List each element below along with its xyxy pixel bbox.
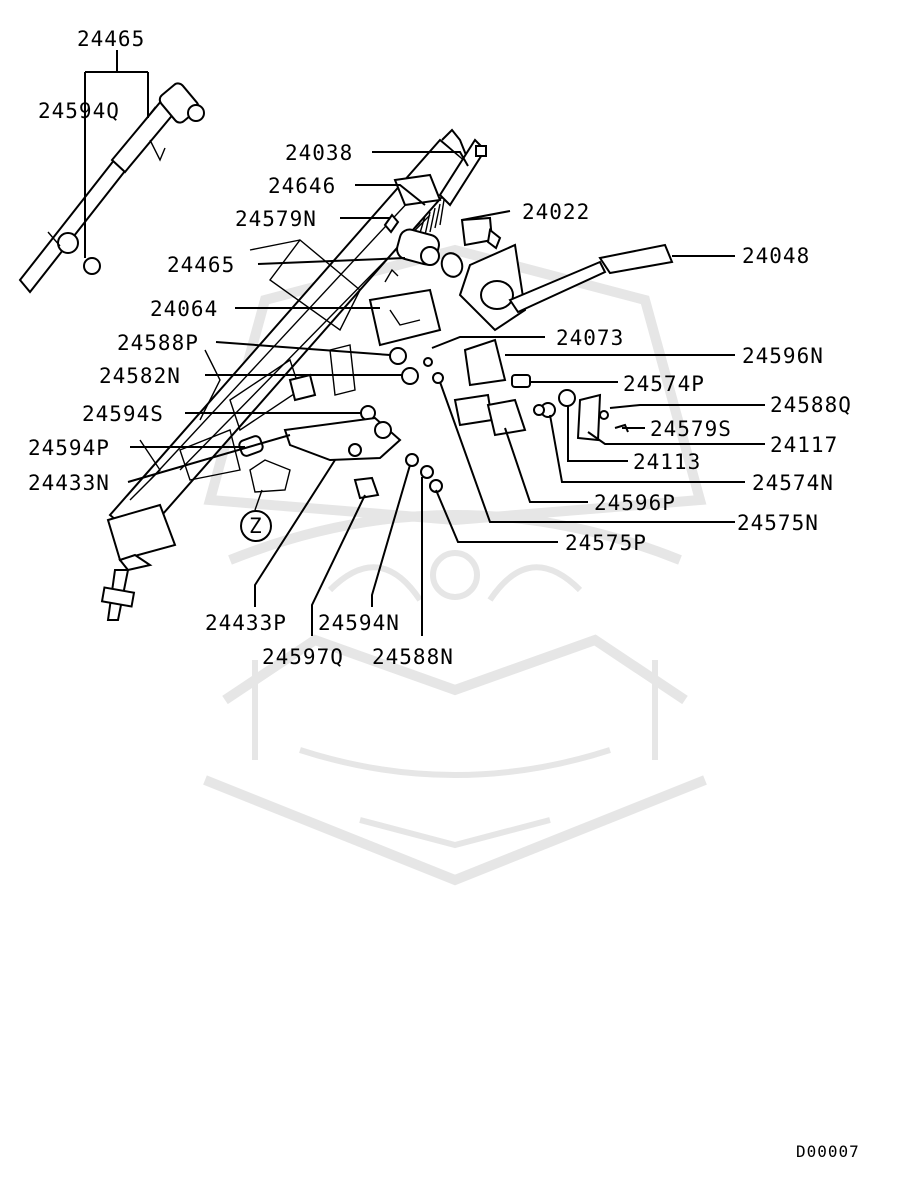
label-24064: 24064 bbox=[150, 297, 218, 321]
leader-lines bbox=[84, 50, 765, 636]
label-24594S: 24594S bbox=[82, 402, 164, 426]
z-callout: Z bbox=[240, 459, 291, 542]
label-24594Q: 24594Q bbox=[38, 99, 120, 123]
z-marker: Z bbox=[249, 514, 263, 538]
lever-switch-assembly bbox=[440, 216, 674, 332]
label-24574N: 24574N bbox=[752, 471, 834, 495]
label-24574P: 24574P bbox=[623, 372, 705, 396]
label-24596N: 24596N bbox=[742, 344, 824, 368]
label-24597Q: 24597Q bbox=[262, 645, 344, 669]
label-24588P: 24588P bbox=[117, 331, 199, 355]
watermark-emblem bbox=[203, 244, 707, 886]
label-24588N: 24588N bbox=[372, 645, 454, 669]
label-24038: 24038 bbox=[285, 141, 353, 165]
sleeve-and-bracket bbox=[368, 228, 442, 347]
label-24582N: 24582N bbox=[99, 364, 181, 388]
label-24588Q: 24588Q bbox=[770, 393, 852, 417]
label-24575N: 24575N bbox=[737, 511, 819, 535]
steering-column-housing bbox=[100, 128, 472, 621]
label-24579N: 24579N bbox=[235, 207, 317, 231]
label-24594P: 24594P bbox=[28, 436, 110, 460]
label-24048: 24048 bbox=[742, 244, 810, 268]
label-24575P: 24575P bbox=[565, 531, 647, 555]
diagram-code: D00007 bbox=[796, 1142, 860, 1161]
part-labels: 24465 24594Q 24038 24646 24579N 24022 24… bbox=[28, 27, 852, 669]
label-24073: 24073 bbox=[556, 326, 624, 350]
label-24117: 24117 bbox=[770, 433, 838, 457]
label-24465-top: 24465 bbox=[77, 27, 145, 51]
label-24579S: 24579S bbox=[650, 417, 732, 441]
label-24594N: 24594N bbox=[318, 611, 400, 635]
label-24646: 24646 bbox=[268, 174, 336, 198]
hardware-pieces bbox=[238, 338, 629, 500]
label-24433N: 24433N bbox=[28, 471, 110, 495]
upper-shaft-assembly bbox=[18, 82, 205, 294]
label-24022: 24022 bbox=[522, 200, 590, 224]
label-24596P: 24596P bbox=[594, 491, 676, 515]
label-24465-lower: 24465 bbox=[167, 253, 235, 277]
label-24433P: 24433P bbox=[205, 611, 287, 635]
label-24113: 24113 bbox=[633, 450, 701, 474]
